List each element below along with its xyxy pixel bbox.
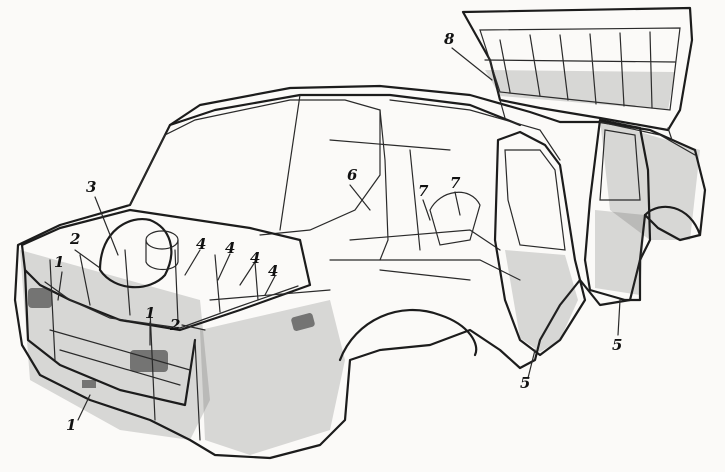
hood	[461, 6, 694, 132]
b-pillar	[379, 109, 389, 261]
fuel-tank-filler	[145, 230, 179, 250]
rear-quarter-panel	[194, 289, 331, 441]
rear-window-frame	[129, 99, 381, 236]
front-door	[583, 118, 652, 302]
callout-2-left: 2	[70, 230, 81, 248]
rear-panel-shading	[20, 250, 210, 440]
rear-panel	[23, 268, 197, 407]
leader-line-3	[94, 196, 119, 256]
fuel-tank-body	[145, 239, 179, 271]
callout-6: 6	[347, 166, 358, 184]
front-door-shading	[595, 210, 645, 295]
leader-line-2-left	[74, 249, 101, 269]
callout-7-b: 7	[450, 174, 461, 192]
leader-line-2-right	[181, 324, 206, 331]
callout-3: 3	[86, 178, 97, 196]
front-fender-line	[599, 121, 696, 156]
rear-wheel-arch	[338, 308, 478, 362]
callout-8: 8	[444, 30, 455, 48]
leader-line-5-front	[617, 299, 621, 336]
roof-line	[168, 93, 522, 127]
front-door-window-frame	[599, 129, 641, 201]
hood-inner-frame	[479, 27, 681, 111]
leader-line-4	[184, 249, 276, 296]
hood-reinforcement-ribs	[484, 31, 676, 109]
callout-5-rear: 5	[520, 374, 531, 392]
callout-5-front: 5	[612, 336, 623, 354]
front-wheel-arch	[643, 205, 702, 237]
leader-line-5-rear	[527, 349, 536, 379]
callout-4-a: 4	[196, 235, 207, 253]
rear-door	[493, 130, 587, 357]
trunk-opening	[20, 208, 312, 332]
spare-wheel	[98, 218, 173, 289]
callout-4-c: 4	[250, 249, 261, 267]
rear-panel-reinforcement	[49, 259, 191, 421]
rear-light-left	[28, 288, 52, 308]
callout-7-a: 7	[418, 182, 429, 200]
roof-bars	[279, 94, 451, 251]
side-marker	[291, 313, 315, 331]
callout-1-right: 1	[145, 304, 156, 322]
hood-shading	[485, 70, 675, 110]
callout-1-left: 1	[54, 253, 65, 271]
trunk-ribs	[79, 249, 259, 323]
rear-door-window-frame	[504, 149, 566, 251]
body-outline	[13, 84, 707, 460]
trunk-floor	[44, 281, 299, 329]
leader-line-8	[451, 47, 493, 81]
seat-mount	[429, 191, 481, 246]
callout-4-b: 4	[225, 239, 236, 257]
rear-fender-shading	[200, 300, 345, 455]
leader-line-1-left	[57, 271, 63, 301]
floor-panel	[329, 229, 521, 281]
leader-line-7	[422, 191, 461, 221]
leader-line-1-bottom	[77, 394, 91, 421]
hood-hinge	[499, 99, 673, 141]
rear-light-right	[130, 350, 168, 372]
callout-2-right: 2	[170, 316, 181, 334]
license-recess	[82, 380, 96, 388]
leader-line-6	[349, 184, 371, 211]
rear-door-shading	[505, 250, 578, 352]
front-fender-shading	[600, 120, 700, 240]
callout-1-bottom: 1	[66, 416, 77, 434]
callout-4-d: 4	[268, 262, 279, 280]
windshield-frame	[389, 99, 561, 161]
